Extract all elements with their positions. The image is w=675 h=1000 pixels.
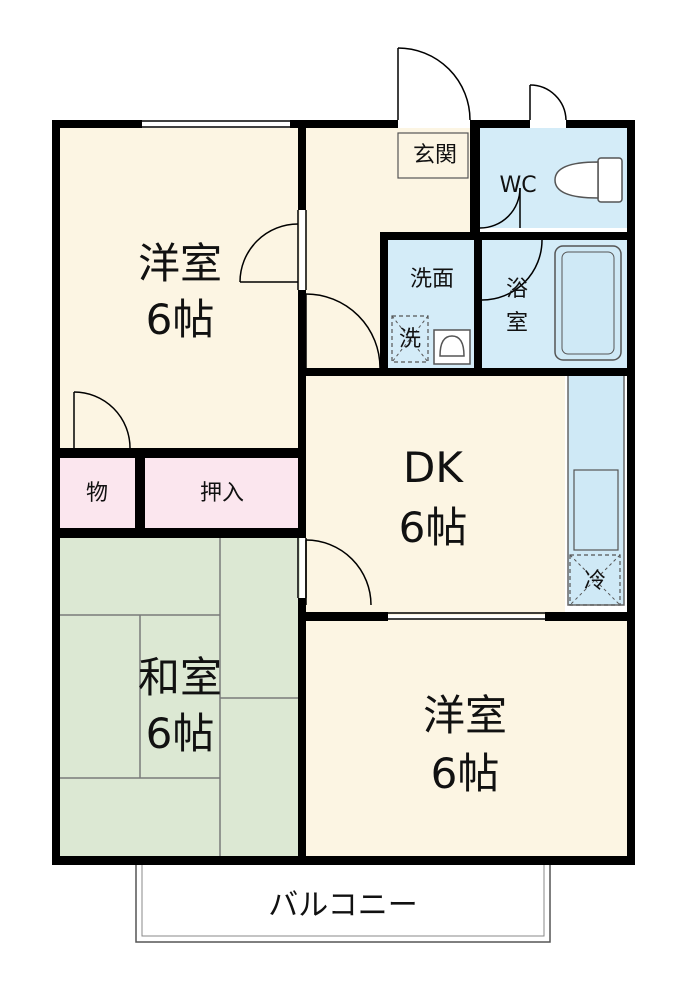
western-room-bottom-size: 6帖 [431, 749, 500, 798]
entrance-label: 玄関 [413, 143, 457, 168]
walls [52, 120, 635, 865]
fridge-label: 冷 [584, 569, 606, 594]
washer-label: 洗 [399, 327, 421, 352]
dk-name: DK [403, 443, 464, 492]
balcony-label: バルコニー [268, 888, 417, 923]
western-room-top-size: 6帖 [146, 295, 215, 344]
sink-fixture [433, 329, 471, 365]
closet-floor [145, 458, 300, 528]
western-room-top-name: 洋室 [138, 239, 222, 288]
toilet-fixture [554, 157, 623, 203]
western-room-bottom-name: 洋室 [423, 691, 507, 740]
storage-label: 物 [86, 481, 108, 506]
japanese-room-floor [60, 538, 300, 856]
washer-space [391, 315, 429, 363]
japanese-room-size: 6帖 [146, 709, 215, 758]
toilet-label: WC [499, 173, 536, 198]
bathroom-label-1: 浴 [506, 277, 528, 302]
japanese-room-name: 和室 [138, 653, 222, 702]
dining-kitchen-floor [305, 375, 565, 615]
fridge-space [569, 554, 621, 606]
dk-size: 6帖 [399, 503, 468, 552]
entrance-floor [398, 128, 475, 178]
storage-floor [60, 458, 135, 528]
kitchen-counter [567, 374, 625, 606]
closet-label: 押入 [200, 481, 244, 506]
balcony-area [135, 861, 551, 943]
western-room-top-floor [60, 128, 300, 448]
doors [73, 47, 567, 606]
washroom-label: 洗面 [410, 267, 454, 292]
tatami-lines [60, 538, 300, 856]
western-room-bottom-floor [305, 620, 627, 856]
bathroom-label-2: 室 [506, 311, 528, 336]
bathtub-fixture [554, 245, 622, 361]
